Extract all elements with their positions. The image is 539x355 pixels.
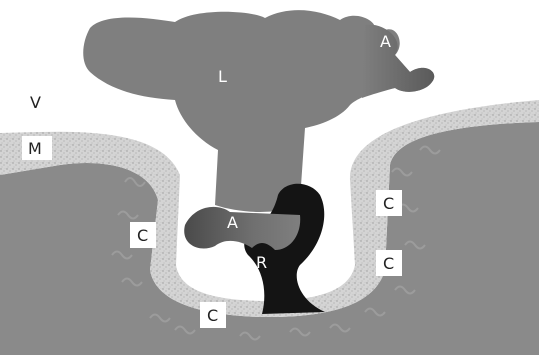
label-lobe: L [218, 67, 227, 86]
label-vacuole: V [30, 93, 41, 112]
label-c-right-lower: C [383, 254, 394, 273]
label-membrane: M [28, 139, 42, 158]
label-c-left: C [137, 226, 148, 245]
label-apical-top: A [380, 32, 391, 51]
label-apical-lower: A [227, 213, 238, 232]
label-rhoptry: R [256, 253, 267, 272]
label-c-bottom: C [207, 306, 218, 325]
label-c-right-upper: C [383, 194, 394, 213]
apical-region-top [362, 25, 434, 98]
